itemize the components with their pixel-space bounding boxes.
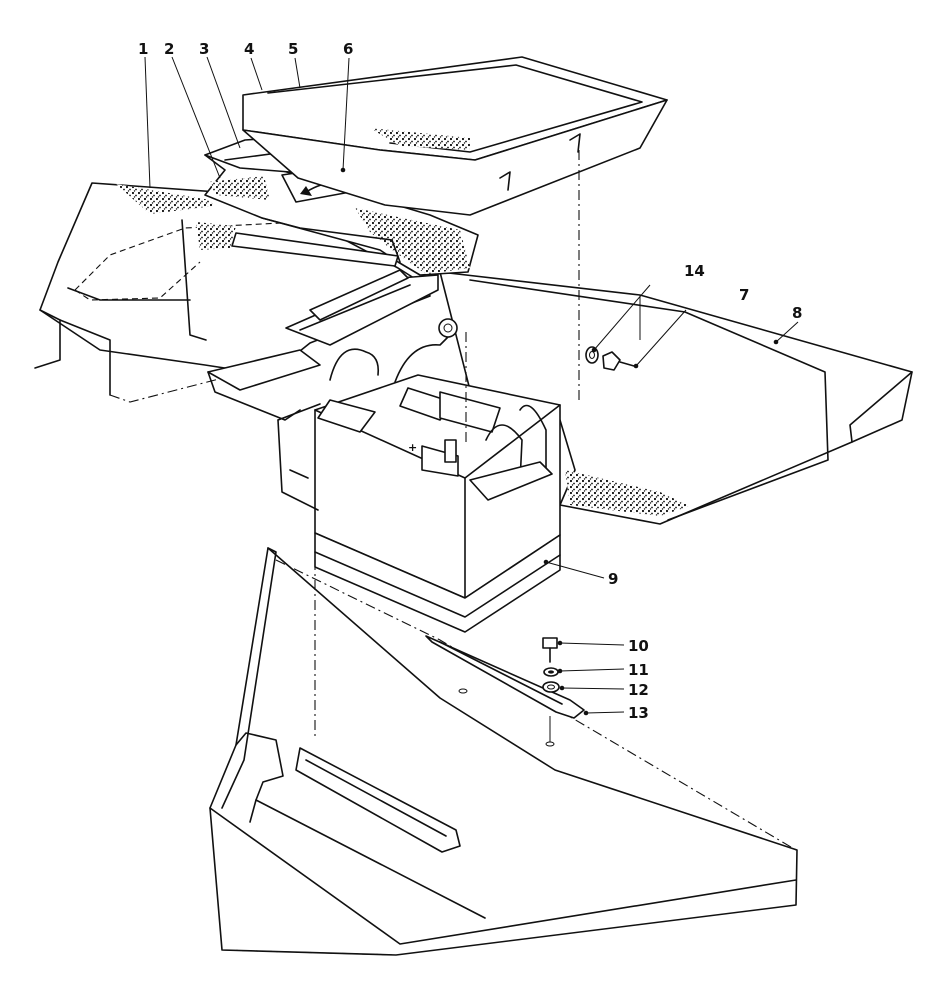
callout-4: 4 [244,40,254,58]
callout-11: 11 [628,661,649,679]
hex-bolt [602,351,635,371]
callout-3: 3 [199,40,209,58]
callout-5: 5 [288,40,298,58]
callout-13: 13 [628,704,649,722]
flat-washer [542,681,560,693]
callout-12: 12 [628,681,649,699]
seat-cover [196,154,479,276]
callout-9: 9 [608,570,618,588]
callout-10: 10 [628,637,649,655]
bolt [542,637,558,663]
centerlines [314,150,580,740]
top-cover [242,56,668,216]
callout-8: 8 [792,304,802,322]
lock-washer [543,667,559,677]
battery [277,318,561,633]
hood-side-panel [34,182,439,421]
polarity-mark: + [408,441,417,454]
callout-7: 7 [739,286,749,304]
leader-lines [144,56,799,716]
floor-pan [209,547,798,956]
battery-hold-down-bracket [425,635,585,747]
callout-labels: 1 2 3 4 5 6 7 8 9 10 11 12 13 14 [138,40,802,722]
callout-6: 6 [343,40,353,58]
callout-14: 14 [684,262,705,280]
callout-2: 2 [164,40,174,58]
callout-1: 1 [138,40,148,58]
